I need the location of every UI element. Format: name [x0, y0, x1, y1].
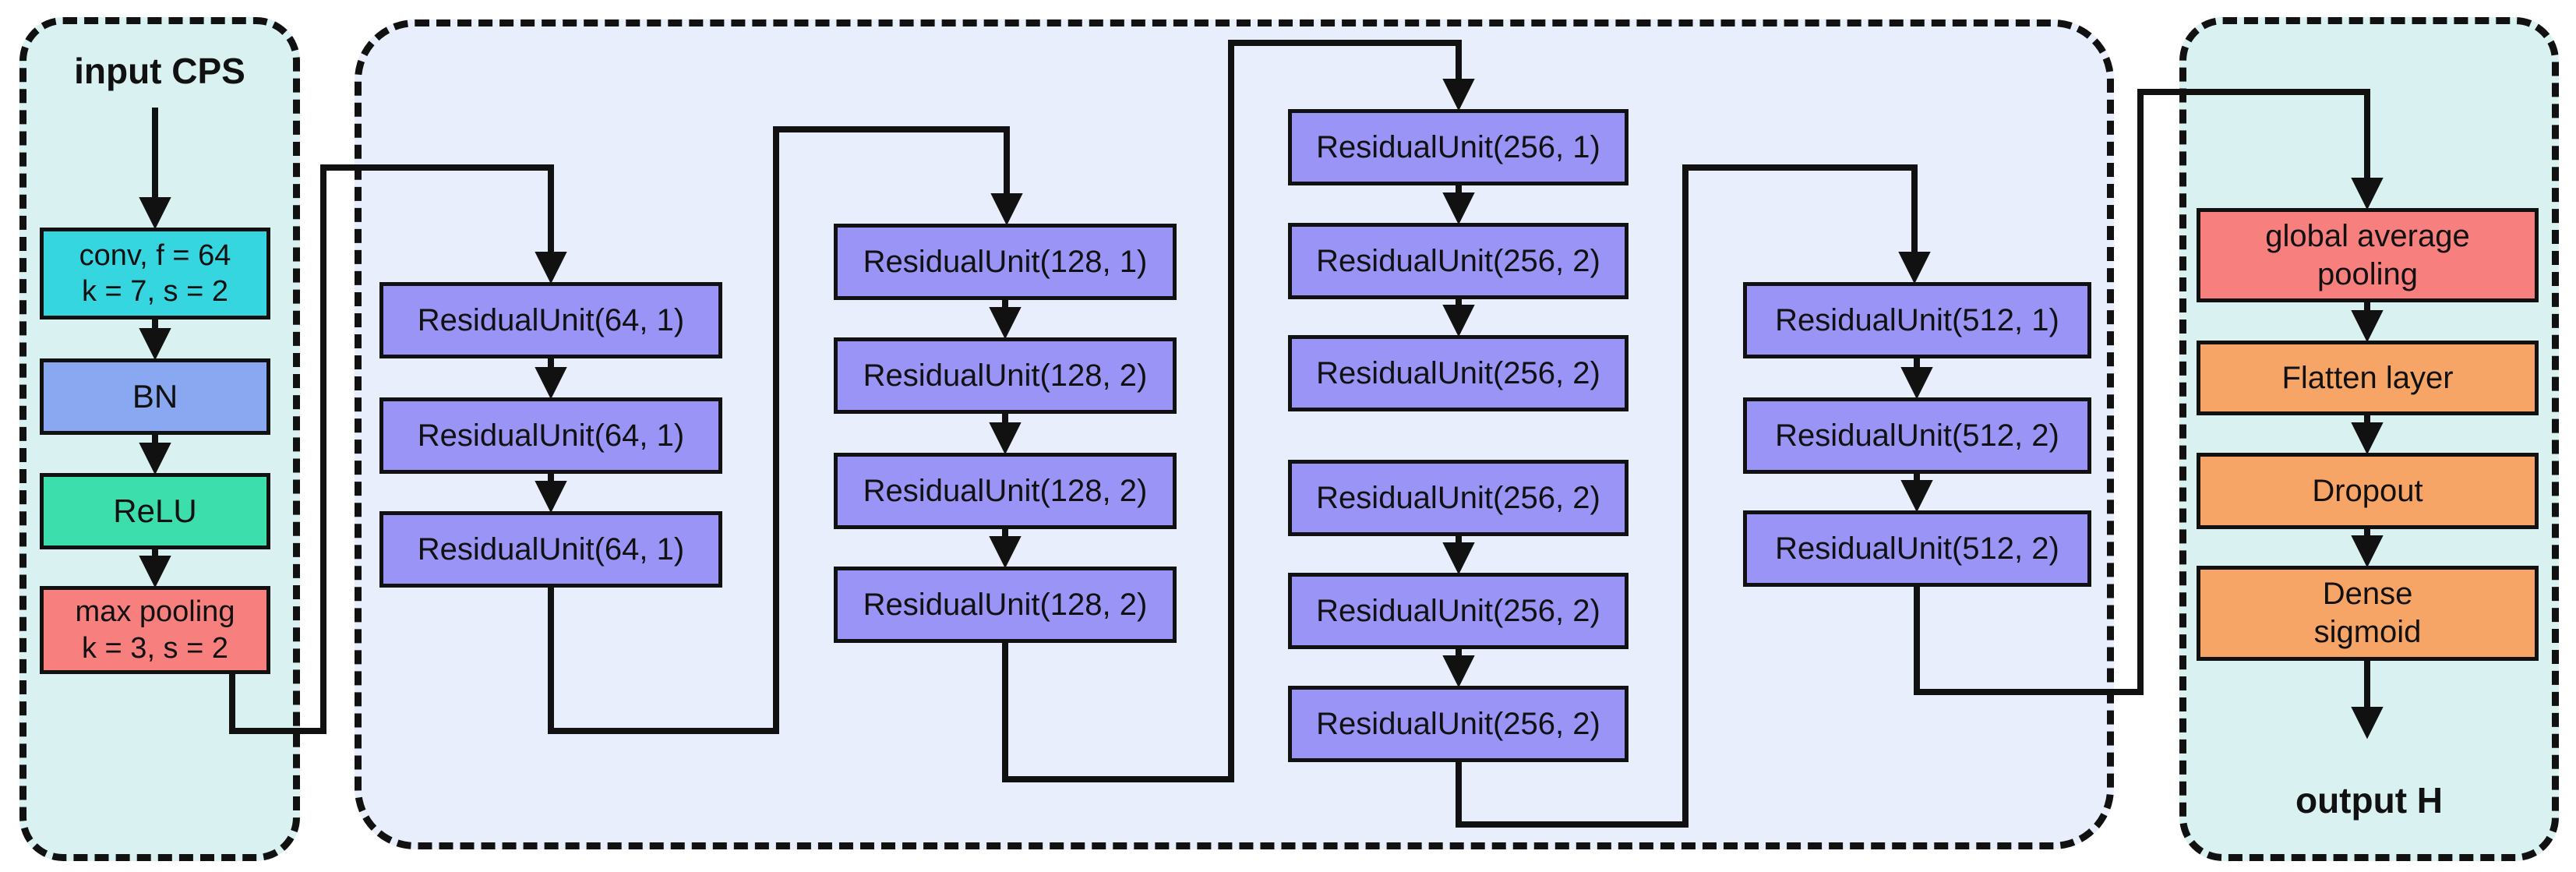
block-label: Dropout [2312, 473, 2423, 508]
output-panel-title: output H [2295, 780, 2444, 821]
connector-col64-to-col128 [548, 126, 1023, 734]
block-label: Flatten layer [2281, 360, 2454, 395]
residual-unit-block: ResidualUnit(64, 1) [379, 511, 722, 588]
block-label: ResidualUnit(256, 2) [1316, 593, 1600, 628]
block-label: ResidualUnit(256, 2) [1316, 355, 1600, 390]
global-average-pooling-block: global average pooling [2197, 208, 2539, 302]
block-label: ReLU [113, 492, 197, 530]
block-label: ResidualUnit(256, 2) [1316, 480, 1600, 515]
block-label: k = 7, s = 2 [82, 275, 228, 308]
max-pooling-block: max pooling k = 3, s = 2 [40, 586, 270, 674]
residual-unit-block: ResidualUnit(256, 2) [1288, 686, 1629, 762]
block-label: ResidualUnit(128, 2) [863, 587, 1148, 622]
block-label: ResidualUnit(64, 1) [417, 302, 685, 337]
residual-unit-block: ResidualUnit(128, 2) [834, 453, 1177, 529]
block-label: sigmoid [2313, 615, 2422, 649]
connector-col256-to-col512 [1456, 164, 1931, 828]
input-panel [19, 17, 300, 861]
flatten-layer-block: Flatten layer [2197, 341, 2539, 415]
block-label: ResidualUnit(64, 1) [417, 418, 685, 453]
block-label: ResidualUnit(512, 2) [1775, 531, 2059, 566]
block-label: BN [132, 378, 178, 415]
block-label: ResidualUnit(128, 1) [863, 244, 1148, 279]
dense-sigmoid-block: Dense sigmoid [2197, 566, 2539, 661]
input-panel-title: input CPS [74, 51, 245, 91]
residual-unit-block: ResidualUnit(512, 2) [1743, 510, 2091, 587]
residual-unit-block: ResidualUnit(256, 2) [1288, 223, 1629, 299]
block-label: Dense [2322, 577, 2413, 612]
connector-col128-to-col256 [1002, 40, 1475, 782]
block-label: ResidualUnit(256, 1) [1316, 129, 1600, 164]
block-label: k = 3, s = 2 [82, 631, 228, 665]
dropout-block: Dropout [2197, 453, 2539, 529]
residual-unit-block: ResidualUnit(256, 2) [1288, 335, 1629, 411]
block-label: ResidualUnit(128, 2) [863, 473, 1148, 508]
connector-input-to-col64 [229, 164, 567, 734]
block-label: ResidualUnit(512, 1) [1775, 302, 2059, 337]
residual-unit-block: ResidualUnit(512, 2) [1743, 397, 2091, 474]
block-label: pooling [2317, 256, 2418, 291]
residual-unit-block: ResidualUnit(128, 2) [834, 567, 1177, 643]
block-label: conv, f = 64 [79, 238, 231, 272]
block-label: global average [2265, 218, 2470, 253]
block-label: max pooling [75, 595, 235, 629]
relu-block: ReLU [40, 473, 270, 549]
conv-block: conv, f = 64 k = 7, s = 2 [40, 228, 270, 319]
residual-unit-block: ResidualUnit(512, 1) [1743, 282, 2091, 358]
block-label: ResidualUnit(64, 1) [417, 531, 685, 567]
batch-norm-block: BN [40, 358, 270, 435]
residual-unit-block: ResidualUnit(128, 1) [834, 224, 1177, 300]
residual-unit-block: ResidualUnit(64, 1) [379, 397, 722, 474]
residual-unit-block: ResidualUnit(256, 1) [1288, 109, 1629, 185]
residual-unit-block: ResidualUnit(256, 2) [1288, 460, 1629, 536]
block-label: ResidualUnit(128, 2) [863, 358, 1148, 393]
block-label: ResidualUnit(256, 2) [1316, 243, 1600, 278]
residual-unit-block: ResidualUnit(64, 1) [379, 282, 722, 358]
block-label: ResidualUnit(256, 2) [1316, 706, 1600, 741]
residual-unit-block: ResidualUnit(256, 2) [1288, 573, 1629, 649]
connector-col512-to-output [1914, 89, 2384, 695]
block-label: ResidualUnit(512, 2) [1775, 418, 2059, 453]
residual-unit-block: ResidualUnit(128, 2) [834, 337, 1177, 414]
